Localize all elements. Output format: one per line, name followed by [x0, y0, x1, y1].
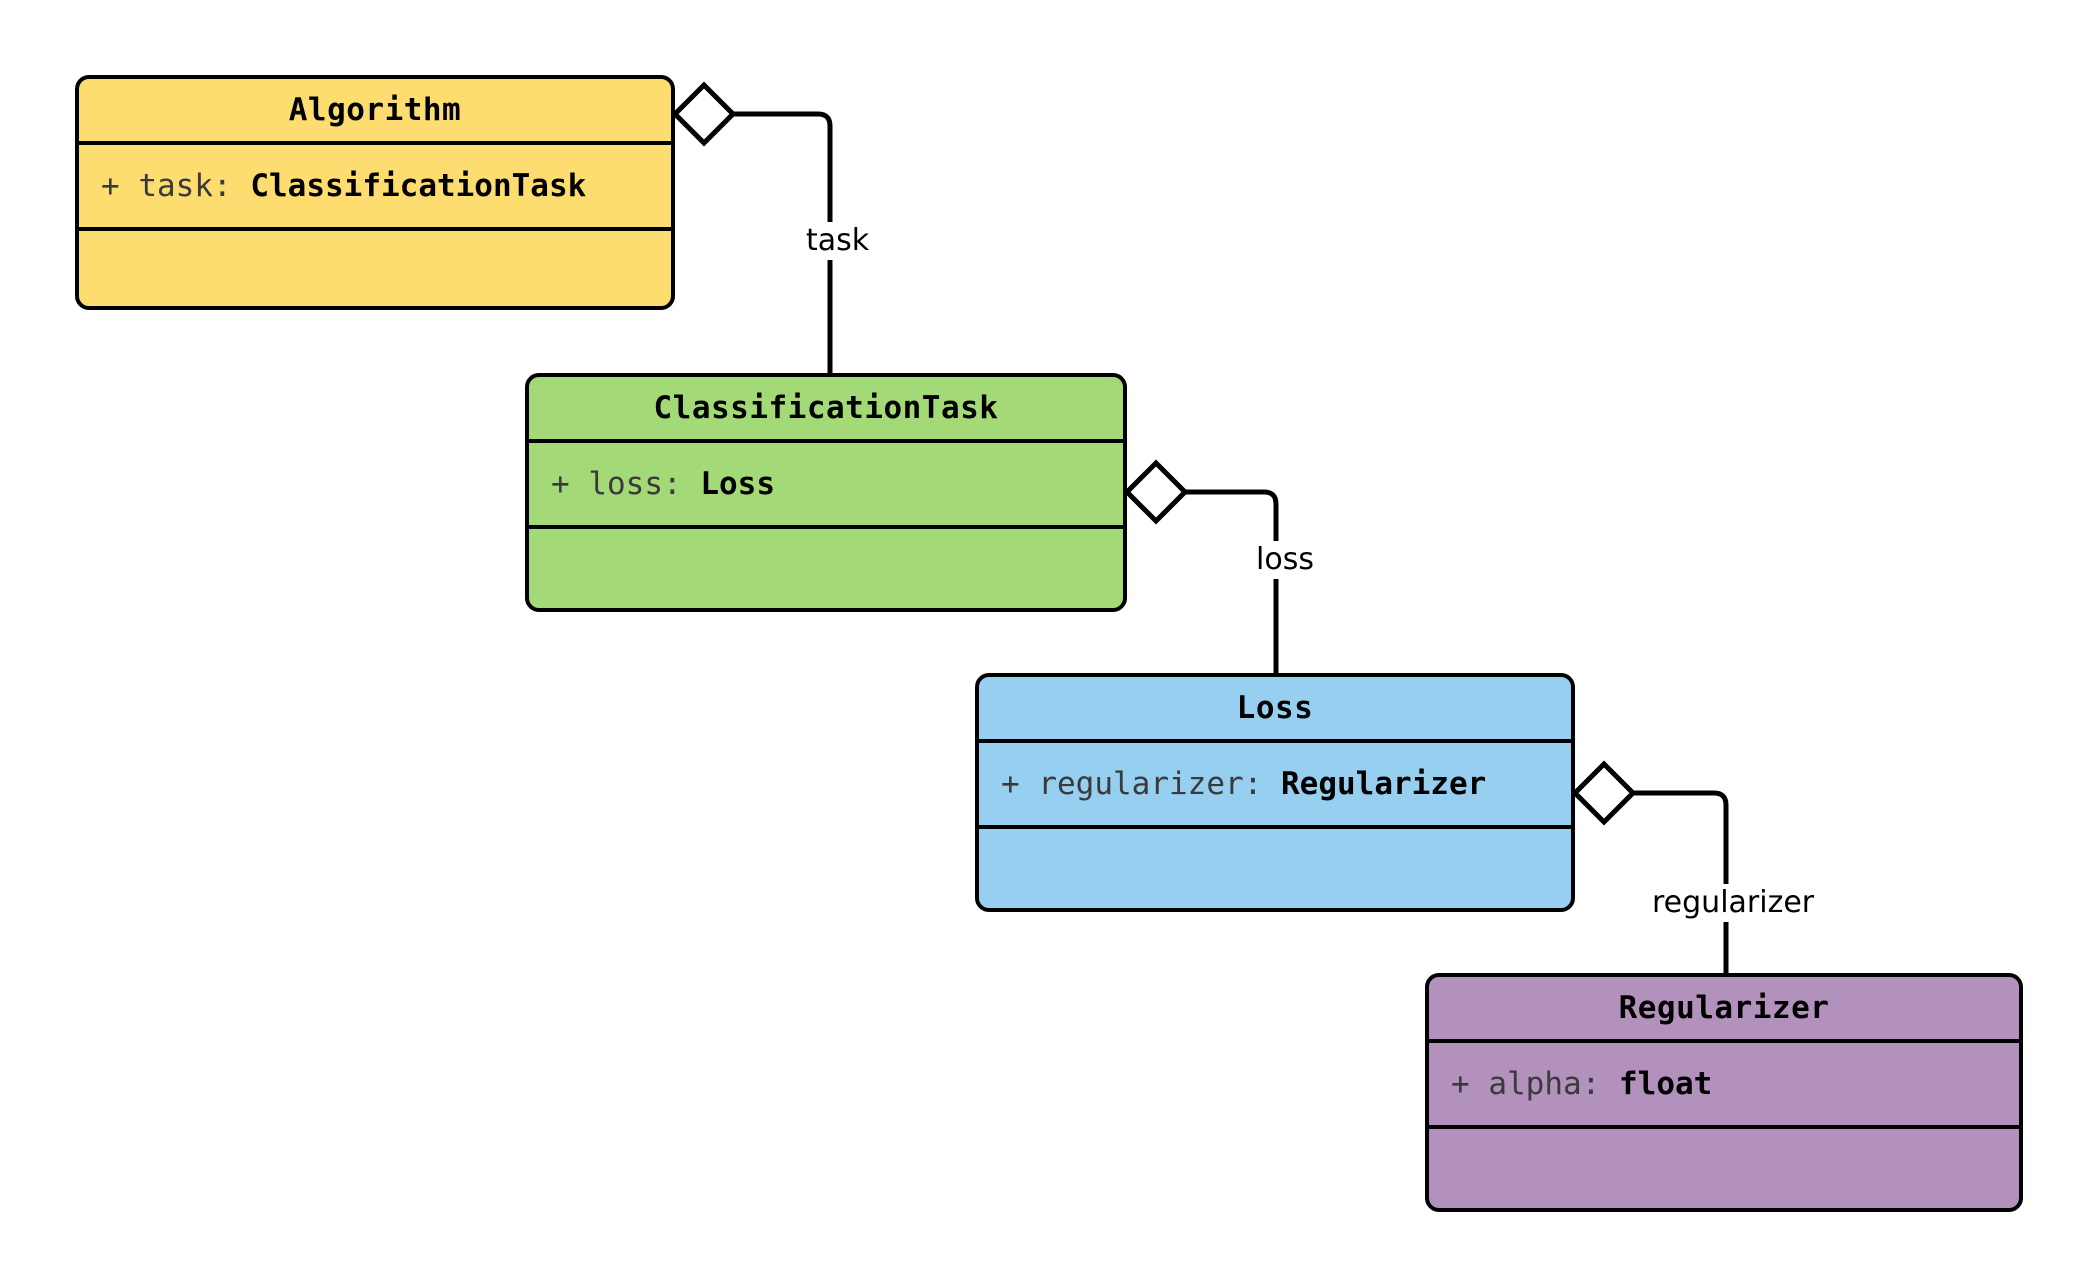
class-methods-loss [979, 829, 1571, 908]
attribute-type: Regularizer [1281, 766, 1487, 802]
attribute-row: + loss: Loss [529, 464, 1123, 504]
class-title-regularizer: Regularizer [1429, 977, 2019, 1043]
attribute-separator: : [1581, 1066, 1601, 1102]
relation-loss-regularizer-path [1633, 790, 1729, 973]
aggregation-diamond-icon [1123, 459, 1189, 525]
aggregation-diamond-icon [1571, 760, 1637, 826]
relation-loss-regularizer[interactable] [1571, 760, 1729, 973]
attribute-name: task [138, 168, 213, 204]
class-methods-classificationtask [529, 529, 1123, 608]
relation-label-regularizer: regularizer [1646, 884, 1821, 922]
attribute-separator: : [1243, 766, 1263, 802]
attribute-type: float [1619, 1066, 1713, 1102]
class-methods-regularizer [1429, 1129, 2019, 1208]
attribute-visibility: + [551, 466, 570, 502]
class-methods-algorithm [79, 231, 671, 306]
class-title-classificationtask: ClassificationTask [529, 377, 1123, 443]
class-attributes-algorithm: + task: ClassificationTask [79, 145, 671, 231]
attribute-name: alpha [1488, 1066, 1582, 1102]
class-title-loss: Loss [979, 677, 1571, 743]
relation-classificationtask-loss-path [1185, 489, 1279, 673]
class-attributes-loss: + regularizer: Regularizer [979, 743, 1571, 829]
attribute-row: + alpha: float [1429, 1064, 2019, 1104]
uml-class-algorithm[interactable]: Algorithm + task: ClassificationTask [75, 75, 675, 310]
uml-class-classificationtask[interactable]: ClassificationTask + loss: Loss [525, 373, 1127, 612]
class-attributes-classificationtask: + loss: Loss [529, 443, 1123, 529]
attribute-visibility: + [1001, 766, 1020, 802]
attribute-name: regularizer [1038, 766, 1244, 802]
attribute-type: ClassificationTask [250, 168, 587, 204]
attribute-name: loss [588, 466, 663, 502]
class-attributes-regularizer: + alpha: float [1429, 1043, 2019, 1129]
aggregation-diamond-icon [671, 81, 737, 147]
uml-class-regularizer[interactable]: Regularizer + alpha: float [1425, 973, 2023, 1212]
attribute-separator: : [213, 168, 232, 204]
relation-label-loss: loss [1250, 541, 1320, 579]
attribute-row: + task: ClassificationTask [79, 166, 671, 206]
attribute-row: + regularizer: Regularizer [979, 764, 1571, 804]
attribute-separator: : [663, 466, 682, 502]
attribute-type: Loss [700, 466, 775, 502]
relation-label-task: task [800, 222, 876, 260]
attribute-visibility: + [101, 168, 120, 204]
attribute-visibility: + [1451, 1066, 1470, 1102]
uml-class-loss[interactable]: Loss + regularizer: Regularizer [975, 673, 1575, 912]
class-title-algorithm: Algorithm [79, 79, 671, 145]
